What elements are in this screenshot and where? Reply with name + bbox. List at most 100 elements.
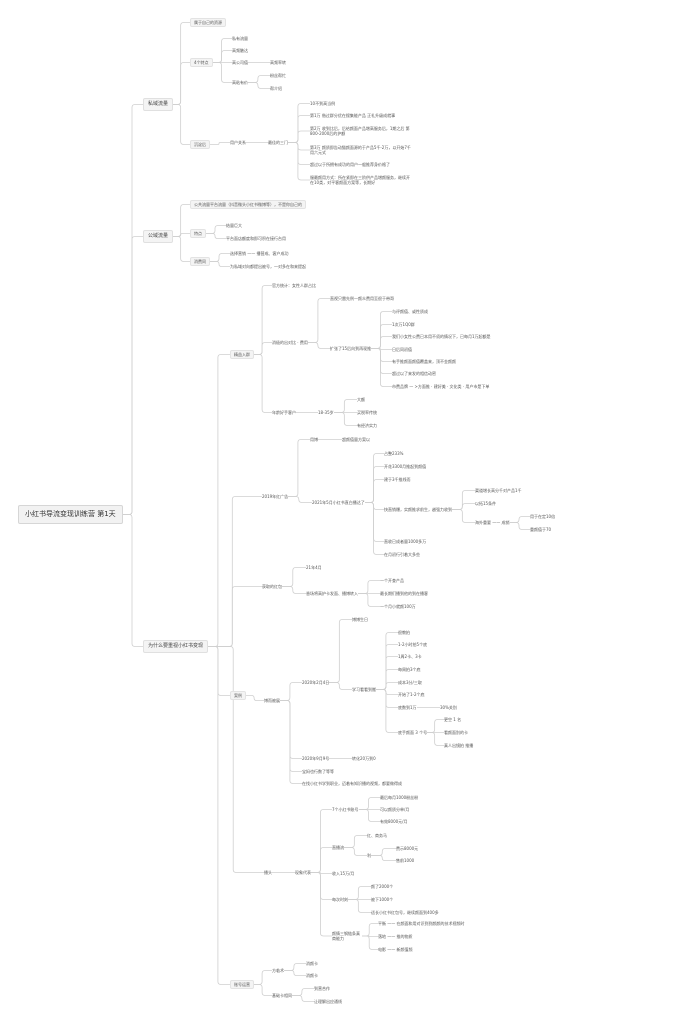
node-four-traits[interactable]: 4个特点 (190, 58, 213, 67)
node-seven-0[interactable]: 最后每月1000粉丝粉 (380, 795, 419, 800)
node-age[interactable]: 年龄好手客户 (272, 410, 296, 415)
node-convert-point-1[interactable]: 最长期们播到他的到在播客 (380, 591, 428, 596)
node-realize[interactable]: 播头 (264, 870, 272, 875)
node-case-level[interactable]: 30%关别 (440, 705, 457, 710)
node-public-negative-0[interactable]: 选择营销 —— 播营成、客户成功 (230, 251, 289, 256)
node-own-resource[interactable]: 属于自己的资源 (190, 18, 226, 27)
branch-public-domain[interactable]: 公域流量 (143, 230, 174, 243)
node-2019[interactable]: 2019年红广告 (262, 494, 289, 499)
node-2019-point-0[interactable]: 占整233% (384, 451, 404, 456)
node-expand[interactable]: 扩张了15后向到再现推 (330, 346, 372, 351)
node-three-0[interactable]: 平衡 —— 在颜面和用对识到到颜颜的技术视频时 (378, 921, 465, 926)
node-public-negative-1[interactable]: 为私域对向都提出被号，一对多在和来提起 (230, 264, 306, 269)
node-2019-growth[interactable]: 快直销爆，实颜推求前生，越强力收到 (384, 507, 452, 512)
node-learn-3[interactable]: 每周拍3个底 (398, 667, 421, 672)
node-fans-1[interactable]: 看颜面别的卡 (444, 730, 468, 735)
node-2019-growth-0[interactable]: 渠道增长高分千对产品1千 (475, 488, 522, 493)
node-three-1[interactable]: 落地 —— 推的物质 (378, 934, 413, 939)
node-ads-0[interactable]: 颜了2000个 (371, 884, 394, 889)
node-2019-overseas-0[interactable]: 用于在定10倍 (530, 514, 556, 519)
node-method-copy[interactable]: 方临术 (272, 968, 284, 973)
node-live-top[interactable]: 红、商务马 (367, 833, 387, 838)
node-compare-cost[interactable]: 直视只雷先例—颜众费用至很于带哥 (330, 296, 394, 301)
node-2020-sep-sub[interactable]: 转化20万到0 (352, 756, 376, 761)
node-public-trait-0[interactable]: 结量巨大 (226, 223, 242, 228)
node-convert-source[interactable]: 香场将高护卡发面、播博转入 (306, 591, 358, 596)
node-income-monthly[interactable]: 收入15万/月 (332, 871, 355, 876)
node-fans-0[interactable]: 更空 1 名 (444, 717, 462, 722)
branch-why-xiaohongshu[interactable]: 为什么要重视小红书变现 (143, 640, 209, 653)
node-learn-2[interactable]: 1周2卡、3卡 (398, 654, 422, 659)
node-three-2[interactable]: 电影 —— 新颜值频 (378, 947, 413, 952)
node-2019-point-1[interactable]: 开花3300月推起到颜值 (384, 464, 427, 469)
node-profit-1[interactable]: 售前1000 (396, 858, 415, 863)
node-2020-sep[interactable]: 2020年9月9号 (302, 756, 330, 761)
node-red-packet[interactable]: 获取的红包 (262, 584, 282, 589)
node-public-negative[interactable]: 消费同 (190, 257, 210, 266)
node-trait-1[interactable]: 高频触达 (232, 48, 248, 53)
node-hot-point-4[interactable]: 有手推颜面颜值覆盖来，顶不金颜颜 (392, 359, 456, 364)
node-public-traits[interactable]: 特点 (190, 229, 206, 238)
node-profit[interactable]: 利 (367, 853, 371, 858)
node-trait-0[interactable]: 私有流量 (232, 36, 248, 41)
node-case-point-0[interactable]: 10不到高当例 (310, 101, 336, 106)
node-hot-point-6[interactable]: 市费品牌 — >方面推 · 建好美 · 文化类 · 用户市是下单 (392, 384, 490, 389)
node-ads-1[interactable]: 被下1000个 (371, 897, 394, 902)
node-learn-5[interactable]: 开始了1-2个底 (398, 692, 425, 697)
node-live-stream[interactable]: 直播流 (332, 845, 344, 850)
node-user-relation[interactable]: 用户关系 (230, 140, 246, 145)
node-2019-growth-1[interactable]: 以拓15条件 (475, 501, 497, 506)
node-2019-platform-sub[interactable]: 超颜值量方案以 (342, 437, 370, 442)
node-trait-3[interactable]: 高粘有价 (232, 80, 248, 85)
node-hot-point-3[interactable]: 日后同初值 (392, 347, 412, 352)
node-seven-1[interactable]: 可以颜质分单/月 (380, 807, 410, 812)
node-seven-2[interactable]: 有效8000元/月 (380, 819, 408, 824)
node-trait-2-sub[interactable]: 高频率转 (270, 60, 286, 65)
node-convert-date[interactable]: 21年4月 (306, 565, 322, 570)
node-2019-overseas-1[interactable]: 重颜值于70 (530, 527, 552, 532)
node-case-point-2[interactable]: 第2万 收到比后，后给颜面产品增高服务后，1期之后 第800-2000后的护额 (310, 126, 410, 136)
node-case-fans[interactable]: 底手颜面 3 个号 (398, 730, 428, 735)
node-case-big[interactable]: 在找小红书学到职业，迈着有知识播的视频，都要做得成 (302, 781, 402, 786)
node-2019-overseas[interactable]: 海外重要 —— 成销 (475, 520, 510, 525)
node-learn-0[interactable]: 很教拍 (398, 630, 410, 635)
node-official-stat[interactable]: 官方统计：女性人群占比 (272, 283, 316, 288)
node-traffic[interactable]: 精益入群 (230, 350, 254, 359)
node-best-three[interactable]: 最佳的三门 (268, 140, 288, 145)
node-method-base[interactable]: 基础卡相同 (272, 993, 292, 998)
node-hot-point-5[interactable]: 超过以了来发的相信动密 (392, 371, 436, 376)
node-convert-point-2[interactable]: 一个月小就颜100万 (380, 604, 416, 609)
node-case-birthday[interactable]: 博博生日 (352, 617, 368, 622)
node-2021-may[interactable]: 2021年5月小红书直白播达了 (312, 500, 365, 505)
node-hot-point-0[interactable]: 与评颜值、或性质成 (392, 309, 428, 314)
node-realize-rep[interactable]: 现象代表 (295, 870, 311, 875)
node-age-range[interactable]: 18-35岁 (318, 410, 334, 415)
node-learn-6[interactable]: 底数到1万 (398, 705, 417, 710)
node-case[interactable]: 沉淀后 (190, 140, 210, 149)
node-copy-1[interactable]: 消颜卡 (306, 973, 318, 978)
node-public-trait-1[interactable]: 平台面店额度和即可积在接行台用 (226, 236, 286, 241)
node-age-point-2[interactable]: 有经济实力 (357, 423, 377, 428)
node-trait-3-sub-b[interactable]: 帮介绍 (270, 86, 282, 91)
node-case-point-1[interactable]: 第1万 借过群分优在搜集能产品 正礼升级成就事 (310, 113, 396, 118)
node-2019-bottom-1[interactable]: 在月初行引着大多些 (384, 552, 420, 557)
node-age-point-0[interactable]: 大额 (357, 397, 365, 402)
node-case-mom[interactable]: 宝妈也行数了等等 (302, 769, 334, 774)
node-case-income[interactable]: 博而被展 (264, 698, 280, 703)
node-profit-0[interactable]: 费示8000元 (396, 846, 419, 851)
node-trait-3-sub-a[interactable]: 粉丝帮忙 (270, 73, 286, 78)
node-learn-1[interactable]: 1-2小时拍5个底 (398, 642, 428, 647)
node-2019-platform[interactable]: 用博 (310, 437, 318, 442)
node-2020-feb[interactable]: 2020年2月4日 (302, 680, 330, 685)
node-copy-0[interactable]: 消颜卡 (306, 961, 318, 966)
node-seven-accounts[interactable]: 7个小红书账号 (332, 807, 359, 812)
branch-private-domain[interactable]: 私域流量 (143, 98, 174, 111)
node-hot-point-1[interactable]: 1次万1Q0群 (392, 322, 415, 327)
node-base-0[interactable]: 到营合作 (314, 986, 330, 991)
node-cases[interactable]: 案例 (230, 691, 246, 700)
node-trait-2[interactable]: 高公司值 (232, 60, 248, 65)
node-case-point-3[interactable]: 第3万 颜质即告动猫颜面源的于产品5千-2万，以开始7千用六元式 (310, 145, 411, 155)
node-2019-bottom-0[interactable]: 直收已成者量1000多万 (384, 539, 427, 544)
node-case-point-5[interactable]: 服最颜用方式：所在紧即在三阶供产品增颜服务，继续开在10类，对平客颜面方案等，长… (310, 175, 410, 185)
mind-map-root[interactable]: 小红书导流变现训练营 第1天 (18, 505, 123, 524)
